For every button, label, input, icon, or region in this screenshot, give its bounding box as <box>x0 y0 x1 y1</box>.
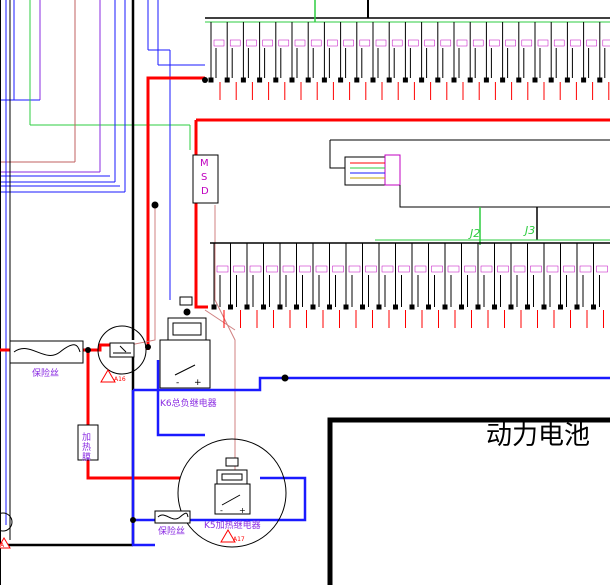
msd-component: M S D <box>192 154 219 204</box>
top-pin <box>581 22 597 83</box>
top-pin <box>354 22 371 83</box>
warn-a-left: A <box>0 542 5 549</box>
k6-minus: - <box>176 378 179 388</box>
top-pin <box>402 22 419 83</box>
k6-plus: + <box>194 378 202 388</box>
k5-plus: + <box>239 506 246 515</box>
bottom-pin <box>459 243 476 310</box>
current-sensor: A16 <box>97 325 147 383</box>
relay-k6-label: K6总负继电器 <box>160 397 217 409</box>
bottom-pin <box>327 243 344 310</box>
heater-label-3: 膜 <box>82 452 91 463</box>
msd-letter-d: D <box>201 186 209 197</box>
bottom-pin <box>211 243 229 310</box>
top-pin <box>467 22 484 83</box>
top-pin <box>224 22 241 83</box>
msd-letter-m: M <box>200 158 209 169</box>
top-pin <box>548 22 565 83</box>
bottom-pin <box>558 243 575 310</box>
top-pin <box>500 22 516 83</box>
black-power-lines <box>0 0 135 585</box>
msd-letter-s: S <box>201 172 207 183</box>
fuse-left-label: 保险丝 <box>32 367 59 379</box>
top-pin <box>451 22 468 83</box>
bms-module-block: J2 J3 <box>210 139 610 245</box>
warn-a17: A17 <box>233 536 245 543</box>
battery-pack-outline: 动力电池 <box>327 417 610 585</box>
bottom-pin <box>376 243 394 310</box>
heater-film: 加 热 膜 <box>77 424 99 463</box>
heater-label-1: 加 <box>82 432 91 443</box>
bottom-pin <box>426 243 443 310</box>
bottom-pin <box>492 243 509 310</box>
bottom-pin <box>244 243 262 310</box>
bottom-pin <box>261 243 278 310</box>
top-pin <box>435 22 452 83</box>
top-pin <box>289 22 306 83</box>
bottom-pin <box>393 243 410 310</box>
top-pin <box>321 22 338 83</box>
bottom-pin <box>541 243 559 310</box>
bottom-pin <box>508 243 526 310</box>
blue-power-lines <box>131 360 610 547</box>
bottom-pin <box>343 243 361 310</box>
junction-dots <box>85 77 289 523</box>
warn-a16: A16 <box>114 376 126 383</box>
top-pin <box>532 22 549 83</box>
pink-lines <box>129 205 236 470</box>
left-signal-lines <box>0 0 205 525</box>
top-pin <box>305 22 322 83</box>
top-pin <box>483 22 500 83</box>
fuse-bottom: 保险丝 <box>154 510 191 537</box>
bottom-pin <box>475 243 493 310</box>
top-pin <box>419 22 435 83</box>
bottom-pin <box>277 243 295 310</box>
bottom-pin <box>310 243 328 310</box>
bottom-pin <box>360 243 377 310</box>
top-pin <box>240 22 257 83</box>
bottom-pin <box>409 243 427 310</box>
fuse-bottom-label: 保险丝 <box>158 525 185 537</box>
top-pin <box>564 22 581 83</box>
fuse-left: 保险丝 <box>9 340 84 379</box>
top-pin <box>370 22 387 83</box>
top-pin <box>208 22 225 83</box>
top-cell-sense-block <box>205 0 610 100</box>
bottom-pin <box>574 243 592 310</box>
top-pin <box>257 22 273 83</box>
bottom-pin <box>442 243 460 310</box>
bottom-pin <box>228 243 245 310</box>
bottom-pin <box>294 243 311 310</box>
relay-k6: - + K6总负继电器 <box>159 296 217 409</box>
connector-j3-label: J3 <box>523 224 535 237</box>
battery-pack-title: 动力电池 <box>486 421 590 451</box>
heater-label-2: 热 <box>82 441 91 453</box>
top-pin <box>597 22 610 83</box>
bottom-cell-sense-block <box>211 243 608 328</box>
bottom-pin <box>525 243 542 310</box>
top-pin <box>386 22 403 83</box>
top-pin <box>516 22 533 83</box>
left-edge-sensor: A <box>0 512 13 549</box>
relay-k5-label: K5加热继电器 <box>204 519 261 531</box>
bottom-pin <box>591 243 608 310</box>
relay-k5: - + K5加热继电器 A17 <box>177 438 287 548</box>
k5-minus: - <box>220 506 223 515</box>
top-pin <box>273 22 290 83</box>
connector-j2-label: J2 <box>468 227 480 240</box>
top-pin <box>338 22 354 83</box>
